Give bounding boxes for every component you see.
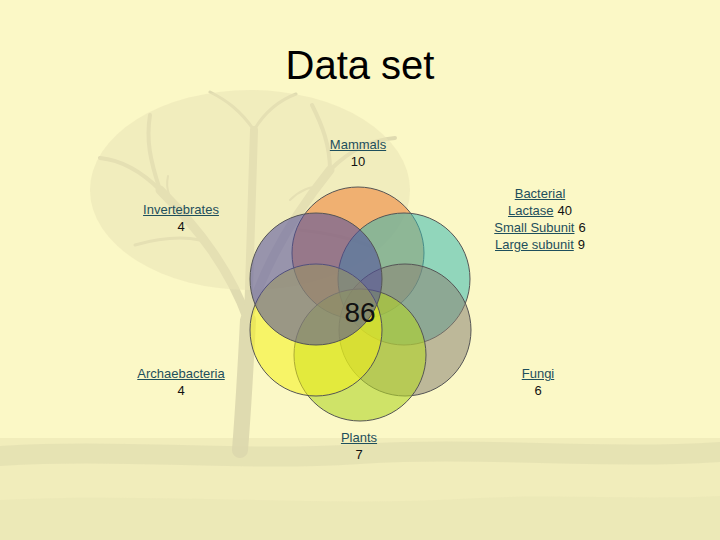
label-row: Large subunit9	[494, 236, 585, 253]
count-number: 6	[578, 219, 585, 236]
category-name: Fungi	[522, 365, 555, 382]
invertebrates-circle	[250, 213, 382, 345]
label-row: 10	[330, 153, 386, 170]
count-number: 10	[351, 153, 365, 170]
count-number: 4	[177, 382, 184, 399]
count-number: 40	[558, 202, 572, 219]
label-row: Fungi	[522, 365, 555, 382]
label-row: Small Subunit6	[494, 219, 585, 236]
label-group: Archaebacteria4	[137, 365, 224, 399]
category-name: Lactase	[508, 202, 554, 219]
count-number: 86	[344, 297, 375, 329]
category-name: Mammals	[330, 136, 386, 153]
label-row: Bacterial	[494, 185, 585, 202]
category-name: Invertebrates	[143, 201, 219, 218]
count-number: 9	[578, 236, 585, 253]
count-number: 4	[177, 218, 184, 235]
label-group: 86	[344, 297, 375, 329]
category-name: Plants	[341, 429, 377, 446]
label-group: BacterialLactase40Small Subunit6Large su…	[494, 185, 585, 253]
label-group: Mammals10	[330, 136, 386, 170]
label-row: 7	[341, 446, 377, 463]
label-row: Archaebacteria	[137, 365, 224, 382]
label-row: Lactase40	[494, 202, 585, 219]
label-group: Invertebrates4	[143, 201, 219, 235]
category-name: Archaebacteria	[137, 365, 224, 382]
category-name: Small Subunit	[494, 219, 574, 236]
count-number: 6	[534, 382, 541, 399]
label-group: Plants7	[341, 429, 377, 463]
label-row: 6	[522, 382, 555, 399]
label-row: Mammals	[330, 136, 386, 153]
label-row: Invertebrates	[143, 201, 219, 218]
venn-circles	[250, 187, 471, 421]
field	[0, 438, 720, 540]
slide-title: Data set	[0, 42, 720, 88]
label-row: 4	[137, 382, 224, 399]
label-row: 86	[344, 297, 375, 329]
count-number: 7	[355, 446, 362, 463]
label-group: Fungi6	[522, 365, 555, 399]
label-row: 4	[143, 218, 219, 235]
category-name: Large subunit	[495, 236, 574, 253]
category-name: Bacterial	[515, 185, 566, 202]
label-row: Plants	[341, 429, 377, 446]
